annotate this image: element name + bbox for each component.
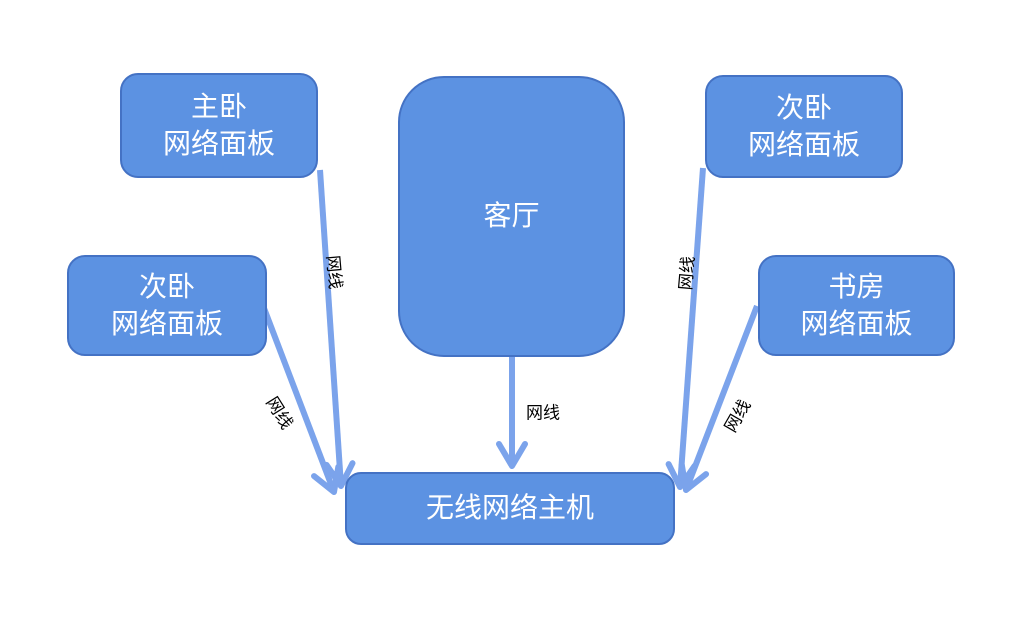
node-second-bedroom-panel-left: 次卧 网络面板 bbox=[67, 255, 267, 356]
node-second-bedroom-panel-left-label: 次卧 网络面板 bbox=[110, 269, 223, 340]
edge-study-to-host bbox=[678, 304, 760, 493]
node-study-panel: 书房 网络面板 bbox=[758, 255, 955, 356]
edge-second-top-to-host bbox=[665, 167, 706, 490]
node-master-bedroom-panel: 主卧 网络面板 bbox=[120, 73, 318, 178]
edge-label-living-to-host: 网线 bbox=[526, 403, 560, 424]
node-second-bedroom-panel-top-label: 次卧 网络面板 bbox=[747, 90, 860, 161]
node-study-panel-label: 书房 网络面板 bbox=[800, 269, 913, 340]
node-master-bedroom-panel-label: 主卧 网络面板 bbox=[162, 89, 275, 160]
edge-second-left-to-host bbox=[259, 301, 342, 495]
edge-master-to-host bbox=[317, 169, 356, 489]
node-wireless-host: 无线网络主机 bbox=[345, 472, 675, 545]
node-living-room: 客厅 bbox=[398, 76, 625, 357]
node-living-room-label: 客厅 bbox=[483, 199, 540, 233]
edge-label-second-top-to-host: 网线 bbox=[676, 255, 699, 292]
edge-label-master-to-host: 网线 bbox=[322, 254, 345, 291]
node-second-bedroom-panel-top: 次卧 网络面板 bbox=[705, 75, 903, 178]
node-wireless-host-label: 无线网络主机 bbox=[425, 491, 594, 525]
